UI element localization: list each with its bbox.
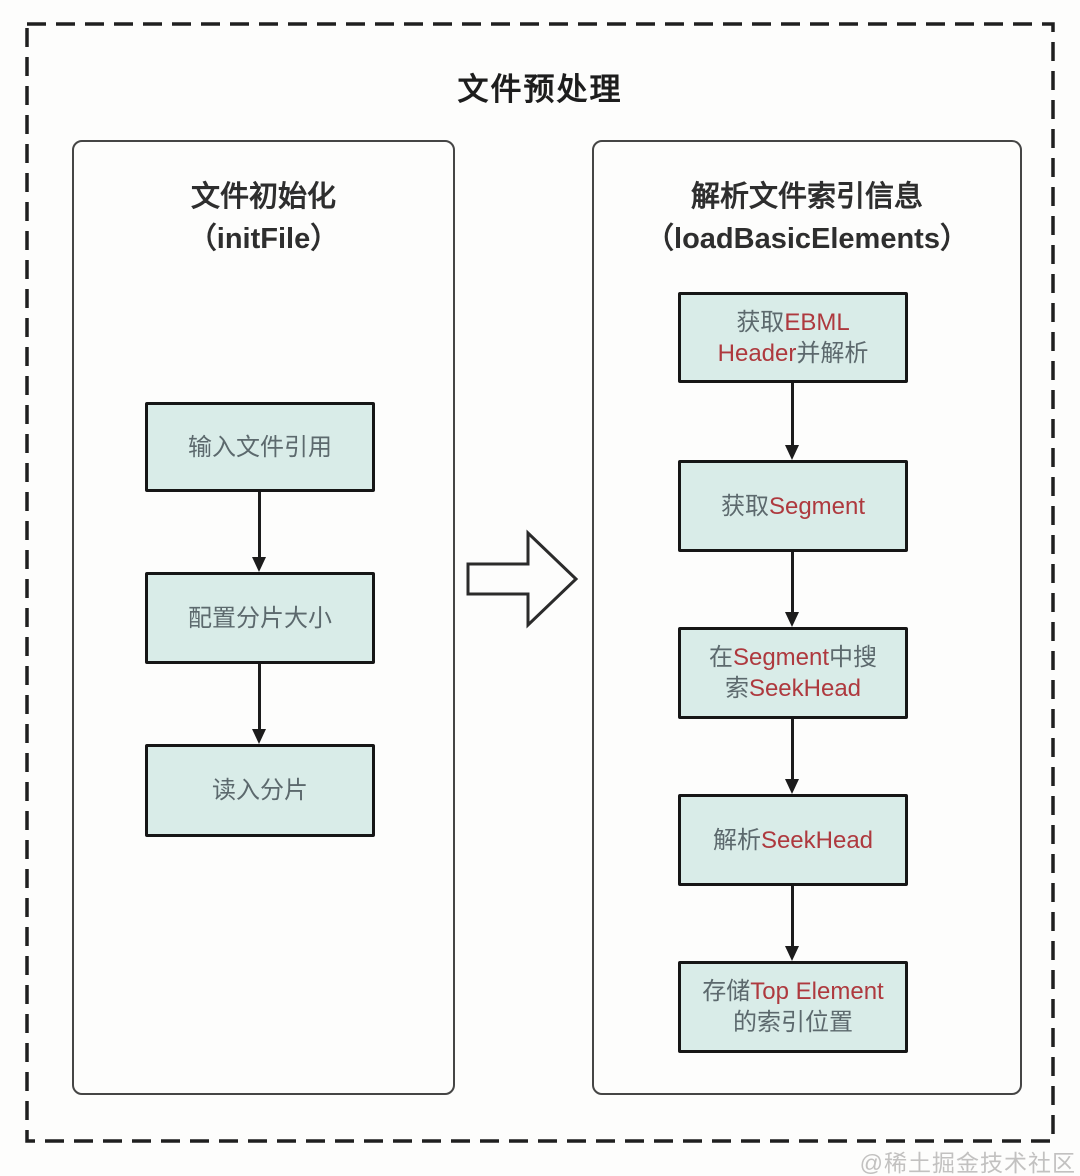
flow-box-input-file-ref: 输入文件引用: [145, 402, 375, 492]
box-text-line: 存储Top Element: [702, 978, 884, 1005]
connector-down-arrow: [252, 664, 266, 744]
connector-down-arrow: [785, 886, 799, 961]
left-panel-title: 文件初始化: [190, 181, 336, 213]
flow-box-get-ebml-header: 获取EBML Header并解析: [678, 292, 908, 383]
box-text-line: 配置分片大小: [188, 604, 332, 632]
box-text-line: 获取Segment: [720, 492, 866, 520]
flow-box-config-chunk-size: 配置分片大小: [145, 572, 375, 664]
diagram-title: 文件预处理: [457, 72, 623, 107]
left-panel-subtitle: （initFile）: [187, 223, 340, 255]
box-text-line: Header并解析: [717, 339, 869, 367]
connector-down-arrow: [785, 552, 799, 627]
box-text-line: 输入文件引用: [188, 433, 332, 461]
box-text-line: 获取EBML: [736, 308, 850, 336]
flow-box-parse-seekhead: 解析SeekHead: [678, 794, 908, 886]
flow-box-store-top-element-index: 存储Top Element 的索引位置: [678, 961, 908, 1053]
flow-box-read-chunk: 读入分片: [145, 744, 375, 837]
box-text-line: 读入分片: [212, 777, 308, 804]
box-text-line: 索SeekHead: [724, 675, 862, 702]
connector-down-arrow: [785, 383, 799, 460]
left-panel-header: 文件初始化 （initFile）: [74, 176, 453, 260]
box-text-line: 解析SeekHead: [712, 826, 874, 854]
box-text-line: 在Segment中搜: [708, 644, 878, 671]
watermark: @稀土掘金技术社区: [859, 1150, 1076, 1176]
right-panel-title: 解析文件索引信息: [690, 181, 923, 213]
right-panel-load-basic-elements: 解析文件索引信息 （loadBasicElements）: [592, 140, 1022, 1095]
big-right-arrow-icon: [466, 529, 579, 629]
right-panel-subtitle: （loadBasicElements）: [645, 223, 969, 255]
right-panel-header: 解析文件索引信息 （loadBasicElements）: [594, 176, 1020, 260]
connector-down-arrow: [252, 492, 266, 572]
box-text-line: 的索引位置: [733, 1009, 853, 1036]
flow-box-get-segment: 获取Segment: [678, 460, 908, 552]
flow-box-search-seekhead: 在Segment中搜 索SeekHead: [678, 627, 908, 719]
connector-down-arrow: [785, 719, 799, 794]
